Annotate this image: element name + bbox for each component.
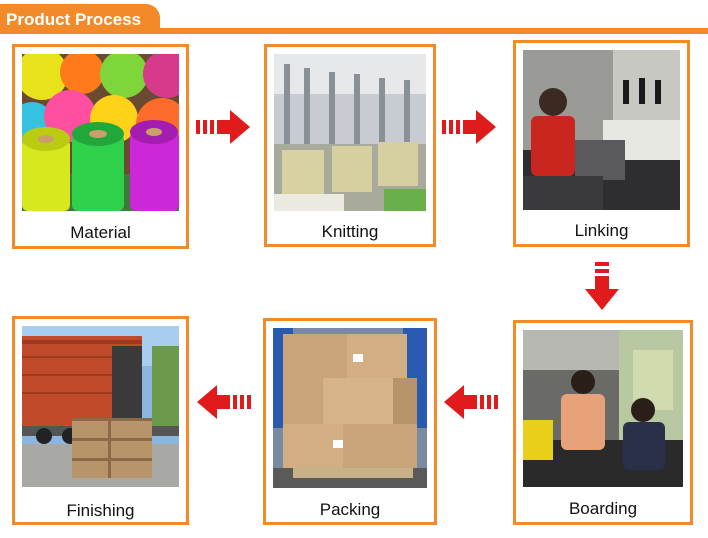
linking-photo (523, 50, 680, 210)
material-photo (22, 54, 179, 211)
step-label: Knitting (321, 222, 379, 241)
knitting-photo (274, 54, 426, 211)
step-boarding: Boarding (513, 320, 693, 525)
header-underline (150, 28, 708, 34)
step-label: Material (70, 223, 131, 242)
step-material: Material (12, 44, 189, 249)
finishing-photo (22, 326, 179, 487)
section-header: Product Process (0, 0, 708, 38)
arrow-left-icon (444, 385, 498, 419)
step-linking: Linking (513, 40, 690, 247)
page-title: Product Process (6, 10, 142, 29)
packing-photo (273, 328, 427, 488)
header-tab (0, 4, 160, 34)
step-label: Finishing (66, 501, 135, 520)
step-label: Boarding (568, 499, 638, 518)
step-finishing: Finishing (12, 316, 189, 525)
step-label: Linking (574, 221, 629, 240)
step-packing: Packing (263, 318, 437, 525)
arrow-left-icon (197, 385, 251, 419)
arrow-right-icon (442, 110, 496, 144)
boarding-photo (523, 330, 683, 487)
step-label: Packing (319, 500, 381, 519)
arrow-right-icon (196, 110, 250, 144)
arrow-down-icon (585, 262, 619, 310)
step-knitting: Knitting (264, 44, 436, 247)
